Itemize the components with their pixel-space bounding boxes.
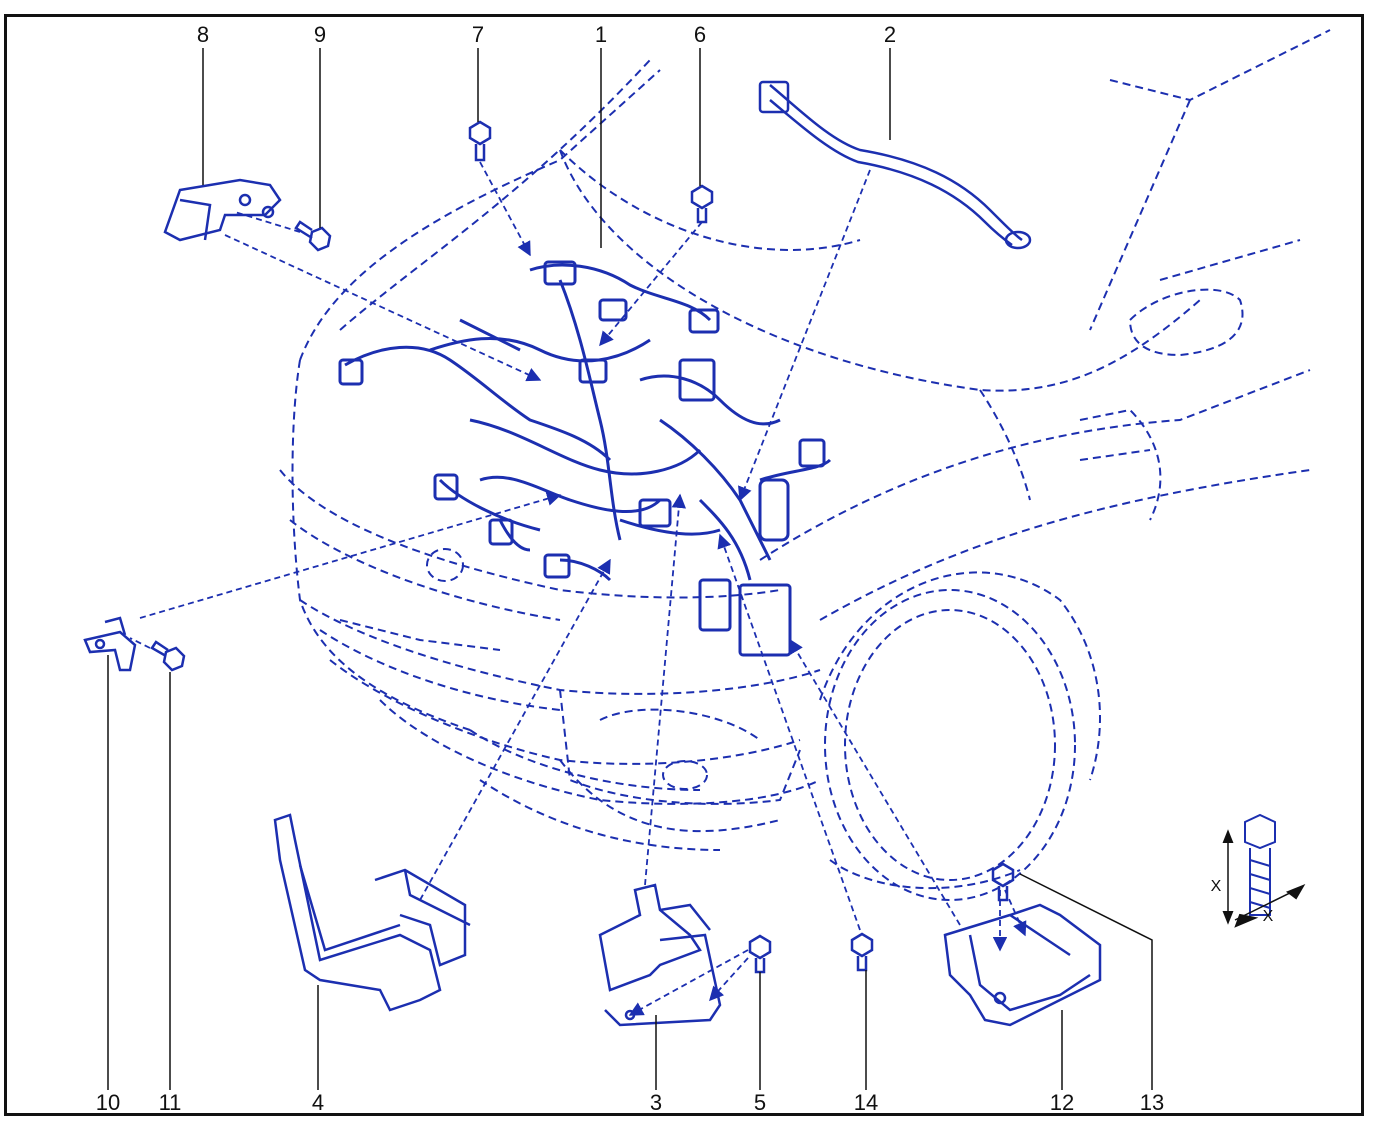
- callout-leaders: [107, 48, 1153, 1090]
- bolt-14: [850, 932, 874, 972]
- diagram-frame: [4, 14, 1364, 1116]
- dimension-label-x1: X: [1210, 878, 1222, 895]
- part-8-bracket: [163, 178, 282, 242]
- bolt-7: [468, 120, 492, 162]
- callout-8: 8: [196, 22, 210, 47]
- callout-9: 9: [313, 22, 327, 47]
- callout-13: 13: [1139, 1090, 1165, 1115]
- part-10-bracket: [83, 616, 137, 672]
- dimension-label-x2: X: [1262, 908, 1274, 925]
- main-wiring-harness: [338, 260, 832, 657]
- bolt-9: [294, 220, 332, 252]
- part-2-battery-cable: [758, 80, 1032, 250]
- callout-1: 1: [594, 22, 608, 47]
- bolt-5: [748, 934, 772, 974]
- callout-4: 4: [311, 1090, 325, 1115]
- callout-11: 11: [158, 1090, 182, 1115]
- fasteners: [150, 120, 1015, 974]
- bolt-detail: [1222, 813, 1306, 928]
- callout-5: 5: [753, 1090, 767, 1115]
- callout-7: 7: [471, 22, 485, 47]
- part-12-bracket: [943, 903, 1102, 1027]
- part-4-bracket: [273, 813, 471, 1012]
- vehicle-outline: [279, 29, 1331, 901]
- part-3-bracket: [598, 883, 722, 1027]
- bolt-13: [991, 862, 1015, 902]
- callout-3: 3: [649, 1090, 663, 1115]
- callout-14: 14: [853, 1090, 879, 1115]
- callout-6: 6: [693, 22, 707, 47]
- callout-2: 2: [883, 22, 897, 47]
- assembly-leaders: [129, 161, 1027, 1016]
- bolt-6: [690, 184, 714, 224]
- bolt-11: [150, 640, 186, 672]
- callout-10: 10: [95, 1090, 121, 1115]
- callout-12: 12: [1049, 1090, 1075, 1115]
